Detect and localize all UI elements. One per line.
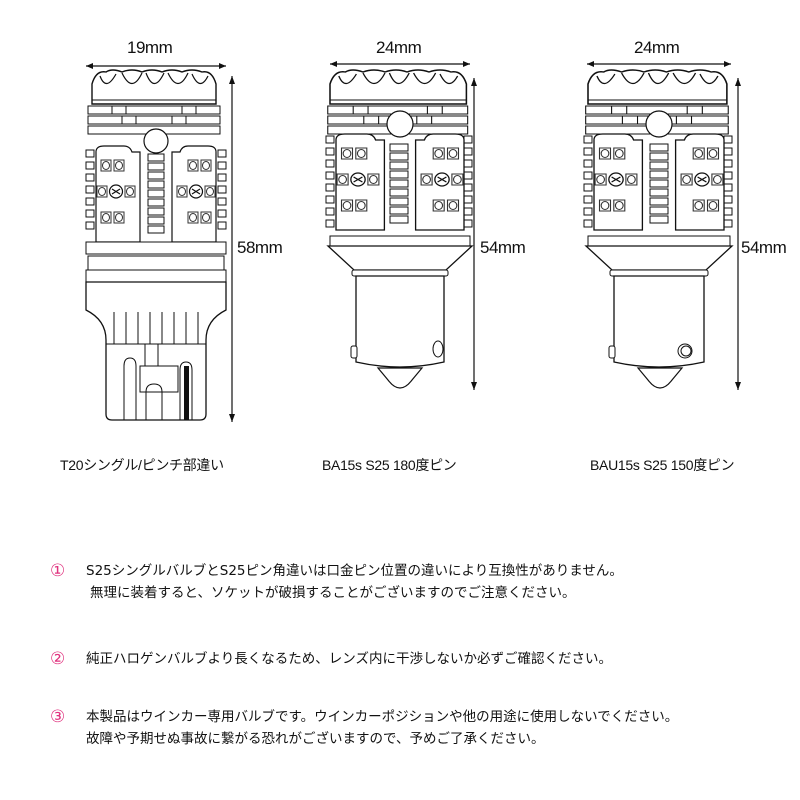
note-marker-3: ③ — [50, 707, 66, 727]
t20-width-label: 19mm — [127, 38, 173, 57]
ba15s-width-label: 24mm — [376, 38, 422, 57]
note-3-line-1: 本製品はウインカー専用バルブです。ウインカーポジションや他の用途に使用しないでく… — [86, 709, 679, 725]
t20-height-label: 58mm — [237, 238, 283, 257]
ba15s-bulb-drawing — [325, 61, 477, 390]
note-marker-1: ① — [50, 561, 66, 581]
bau15s-bulb-drawing — [583, 61, 741, 390]
note-marker-2: ② — [50, 649, 66, 669]
note-3-line-2: 故障や予期せぬ事故に繋がる恐れがございますので、予めご了承ください。 — [86, 731, 545, 747]
note-2-line-1: 純正ハロゲンバルブより長くなるため、レンズ内に干渉しないか必ずご確認ください。 — [86, 651, 612, 667]
bau15s-width-label: 24mm — [634, 38, 680, 57]
bau15s-height-label: 54mm — [741, 238, 787, 257]
note-1-line-2: 無理に装着すると、ソケットが破損することがございますのでご注意ください。 — [90, 585, 576, 601]
note-1-line-1: S25シングルバルブとS25ピン角違いは口金ピン位置の違いにより互換性がありませ… — [86, 563, 623, 579]
t20-caption: T20シングル/ピンチ部違い — [60, 457, 224, 473]
ba15s-height-label: 54mm — [480, 238, 526, 257]
bau15s-caption: BAU15s S25 150度ピン — [590, 457, 735, 473]
t20-bulb-drawing — [85, 63, 235, 422]
ba15s-caption: BA15s S25 180度ピン — [322, 457, 457, 473]
